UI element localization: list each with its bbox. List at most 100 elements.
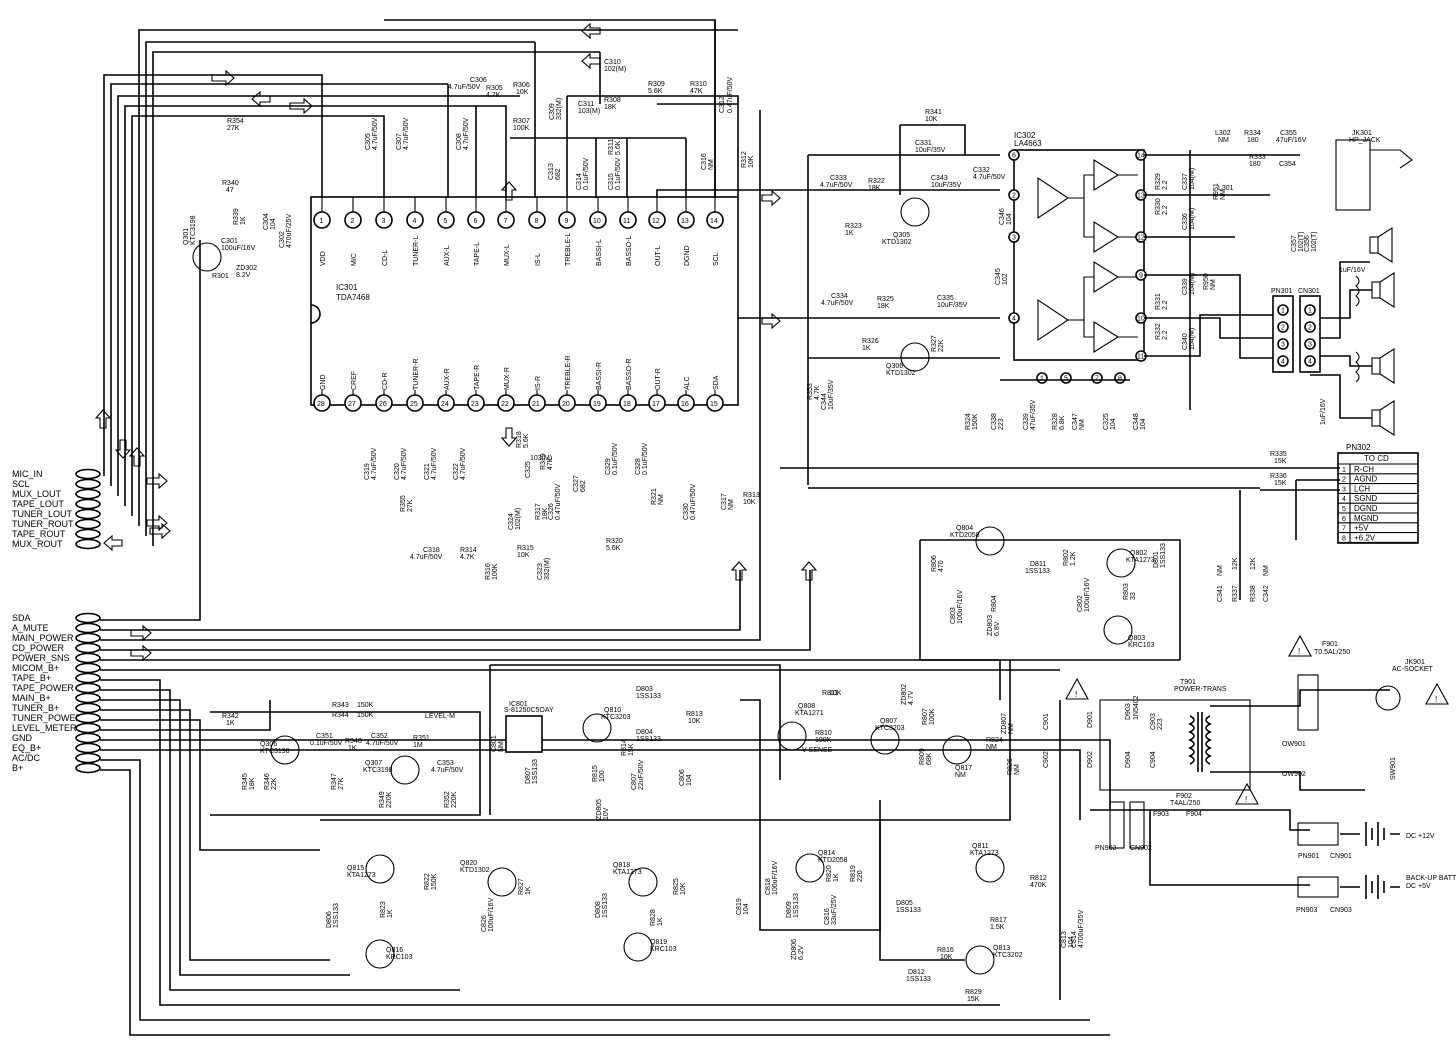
component-label-c335: C335 xyxy=(937,295,954,302)
power-connector-pin xyxy=(75,662,101,674)
ic301-pin-24 xyxy=(437,394,455,412)
component-label-c320v: 4.7uF/50V xyxy=(401,447,408,480)
ic301-pin-name: MUX-L xyxy=(504,244,511,266)
ic301-pin-name: TREBLE-R xyxy=(565,355,572,390)
component-label-q306v: KTD1302 xyxy=(886,370,916,377)
component-label-r309: R309 xyxy=(648,81,665,88)
ic301-part: TDA7468 xyxy=(336,293,370,302)
component-label-c339: C339 xyxy=(1023,413,1030,430)
component-label-r328: R328 xyxy=(1052,413,1059,430)
ic301-pin-number: 19 xyxy=(593,401,601,408)
component-label-r316: R316 xyxy=(485,563,492,580)
component-label-r811: R811 xyxy=(822,690,838,697)
ic301-pin-number: 2 xyxy=(351,218,355,225)
component-label-c301: C301 xyxy=(221,238,238,245)
component-label-r320v: 5.6K xyxy=(606,545,621,552)
ic302-pin-number: 1 xyxy=(1040,376,1044,383)
input-connector-label: SCL xyxy=(12,479,30,489)
input-connector-label: TUNER_LOUT xyxy=(12,509,73,519)
component-label-c307v: 4.7uF/50V xyxy=(403,117,410,150)
component-label-c317v: NM xyxy=(728,499,735,510)
component-label-c353: C353 xyxy=(437,760,454,767)
component-label-q301: Q301 xyxy=(183,228,190,245)
ic301-pin-14 xyxy=(706,211,724,229)
component-label-c337v: 104(M) xyxy=(1189,168,1196,190)
component-label-c341: C341 xyxy=(1217,585,1224,602)
component-label-r825v: 10K xyxy=(680,882,687,895)
component-label-c331: C331 xyxy=(915,140,932,147)
component-label-c325bv: 104 xyxy=(1110,418,1117,430)
component-label-c347: C347 xyxy=(1072,413,1079,430)
ic302-pin-number: 14 xyxy=(1137,153,1145,160)
component-label-c334v: 4.7uF/50V xyxy=(821,300,854,307)
component-label-c301v: 100uF/16V xyxy=(221,245,256,252)
component-label-r327v: 22K xyxy=(938,339,945,352)
ic301-pin-number: 5 xyxy=(444,218,448,225)
component-label-c801v: NM xyxy=(498,741,505,752)
component-label-r802: R802 xyxy=(1063,549,1070,566)
component-label-r345v: 18K xyxy=(249,777,256,790)
component-label-r822: R822 xyxy=(424,873,431,890)
component-label-c334: C334 xyxy=(831,293,848,300)
component-label-r335: R335 xyxy=(1270,451,1287,458)
ic301-pin-number: 23 xyxy=(471,401,479,408)
component-label-r318: R318 xyxy=(516,431,523,448)
component-label-pn902: PN902 xyxy=(1095,845,1117,852)
component-label-r313v: 10K xyxy=(743,499,756,506)
ic301-pin-name: IS-L xyxy=(535,253,542,266)
ic302-body xyxy=(1013,149,1145,361)
component-label-d812v: 1SS133 xyxy=(906,976,931,983)
component-label-c324v: 102(M) xyxy=(515,508,522,530)
component-label-r326: R326 xyxy=(862,338,879,345)
component-label-c802: C802 xyxy=(1077,595,1084,612)
ic301-pin-number: 14 xyxy=(710,218,718,225)
component-label-d901: D901 xyxy=(1087,711,1094,728)
component-label-jk901: JK901 xyxy=(1405,659,1425,666)
component-label-f904: F904 xyxy=(1186,811,1202,818)
component-label-r311: R311 xyxy=(608,139,615,155)
ic301-pin-number: 20 xyxy=(562,401,570,408)
ic301-pin-3 xyxy=(375,211,393,229)
ic301-pin-number: 1 xyxy=(320,218,324,225)
component-label-r351v: 1M xyxy=(413,742,423,749)
component-label-q301v: KTC3198 xyxy=(190,215,197,245)
component-label-c333: C333 xyxy=(830,175,847,182)
power-connector-pin xyxy=(75,762,101,774)
component-label-r950: R950 xyxy=(1203,273,1210,290)
component-label-ow902: OW902 xyxy=(1282,771,1306,778)
ic301-pin-18 xyxy=(619,394,637,412)
component-label-r814v: 15K xyxy=(628,743,635,756)
ic301-pin-name: BASSO-L xyxy=(626,236,633,266)
component-label-jk301v: HP_JACK xyxy=(1349,137,1381,144)
component-label-q817: Q817 xyxy=(955,765,972,772)
component-label-d806v: 1SS133 xyxy=(333,903,340,928)
component-label-cv: 223 xyxy=(1157,718,1164,730)
component-label-c326: C326 xyxy=(548,503,555,520)
component-label-d902: D902 xyxy=(1087,751,1094,768)
component-label-c803v: 100uF/16V xyxy=(957,589,964,624)
ic301-ref: IC301 xyxy=(336,283,358,292)
power-connector-pin xyxy=(75,732,101,744)
component-label-c813v: 104 xyxy=(1068,936,1075,948)
component-label-r317v: 18K xyxy=(542,507,549,520)
component-label-r815v: 100 xyxy=(599,770,606,782)
component-label-r306v: 10K xyxy=(516,89,529,96)
component-label-speaker_cap2: 1uF/16V xyxy=(1320,398,1327,425)
component-label-d807: D807 xyxy=(525,767,532,784)
power-connector-label: MAIN_B+ xyxy=(12,693,51,703)
component-label-zd807: ZD807 xyxy=(1001,713,1008,734)
component-label-d903: D903 xyxy=(1125,703,1132,720)
component-label-q803v: KRC103 xyxy=(1128,642,1155,649)
pn302-pin-name: R-CH xyxy=(1354,465,1374,474)
pn302-pin-number: 1 xyxy=(1342,467,1346,474)
component-label-vsense: V-SENSE xyxy=(802,747,833,754)
component-label-f902: F902 xyxy=(1176,793,1192,800)
cn301-header-pin: 4 xyxy=(1308,359,1312,366)
component-label-r326v: 1K xyxy=(862,345,871,352)
component-label-c819v: 104 xyxy=(743,903,750,915)
component-label-c312: C312 xyxy=(719,96,726,113)
ic301-pin-number: 24 xyxy=(441,401,449,408)
svg-text:!: ! xyxy=(1245,795,1247,804)
component-label-r327: R327 xyxy=(931,335,938,352)
